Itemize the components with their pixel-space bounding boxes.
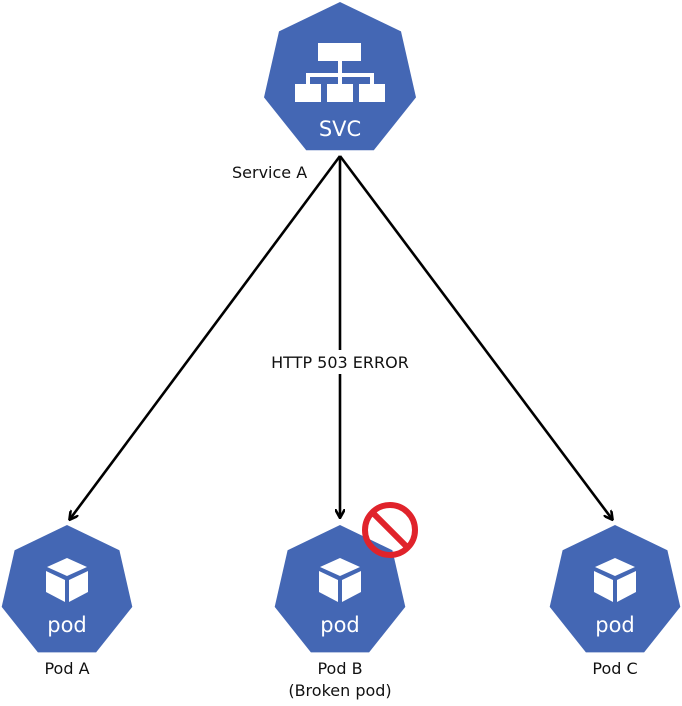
pod-icon-label: pod [595, 613, 635, 637]
pod-node[interactable]: pod [274, 525, 406, 653]
edges [70, 155, 612, 519]
pod-cube-icon [46, 558, 88, 602]
prohibited-icon [362, 502, 418, 558]
pod-name: Pod A [44, 659, 89, 678]
pod-cube-icon [319, 558, 361, 602]
pod-cube-icon [594, 558, 636, 602]
service-node[interactable]: SVC [264, 2, 416, 151]
pod-heptagon [549, 525, 681, 653]
service-name: Service A [232, 163, 307, 182]
pod-subtitle: (Broken pod) [288, 681, 391, 700]
service-icon-label: SVC [319, 117, 361, 141]
edge-service-to-pod-a [70, 155, 342, 519]
pod-heptagon [274, 525, 406, 653]
pod-icon-label: pod [320, 613, 360, 637]
service-network-icon [295, 43, 385, 102]
pod-node[interactable]: pod [549, 525, 681, 653]
edge-label-http-503: HTTP 503 ERROR [271, 353, 409, 372]
pod-heptagon [1, 525, 133, 653]
edge-service-to-pod-c [338, 155, 612, 519]
edge-label-bg [262, 350, 418, 374]
pod-name: Pod C [592, 659, 637, 678]
pod-node[interactable]: pod [1, 525, 133, 653]
pod-name: Pod B [317, 659, 362, 678]
pod-icon-label: pod [47, 613, 87, 637]
